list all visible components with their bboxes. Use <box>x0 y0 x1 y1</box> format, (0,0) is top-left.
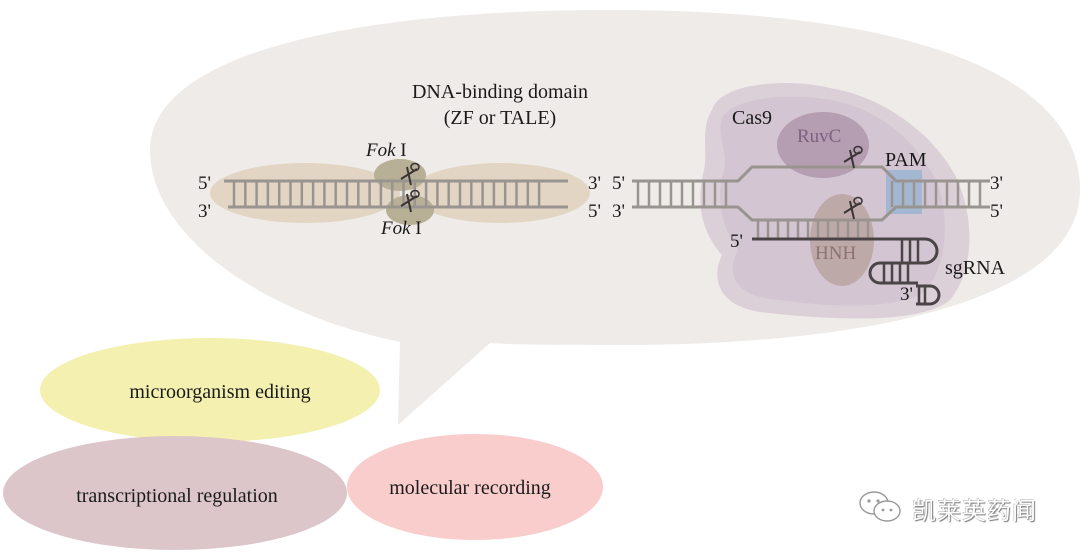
zfn-tale-panel: DNA-binding domain (ZF or TALE) Fok I Fo… <box>198 81 601 239</box>
hnh-label: HNH <box>815 243 856 264</box>
foki-bottom-label: Fok I <box>380 218 422 239</box>
guide-5prime-label: 5' <box>730 231 743 252</box>
dna-binding-domain-left <box>210 163 400 223</box>
cas-strand-bottom-left: 3' <box>612 201 625 222</box>
zf-dna-duplex <box>224 179 568 209</box>
watermark-text: 凯莱英药闻 <box>912 496 1037 525</box>
zf-strand-top-left: 5' <box>198 173 211 194</box>
watermark: 凯莱英药闻 <box>858 490 1037 526</box>
cas-strand-top-left: 5' <box>612 173 625 194</box>
scissors-icon <box>400 189 420 213</box>
application-transcriptional-regulation: transcriptional regulation <box>3 436 347 550</box>
sgrna-loop <box>868 261 918 285</box>
zf-strand-bottom-right: 5' <box>588 201 601 222</box>
zf-strand-top-right: 3' <box>588 173 601 194</box>
application-microorganism-editing: microorganism editing <box>40 338 380 442</box>
zf-strand-bottom-left: 3' <box>198 201 211 222</box>
application-label: transcriptional regulation <box>76 485 278 507</box>
wechat-icon <box>859 491 901 522</box>
application-molecular-recording: molecular recording <box>347 434 603 540</box>
cas9-panel: Cas9 RuvC HNH PAM sgRNA 5' 3' 3' 5' 5' 3… <box>612 83 1006 319</box>
cas-strand-top-right: 3' <box>990 173 1003 194</box>
cas-strand-bottom-right: 5' <box>990 201 1003 222</box>
scissors-icon <box>843 196 863 220</box>
cas9-dna-duplex <box>632 165 990 238</box>
ruvc-label: RuvC <box>797 126 841 147</box>
foki-top-label: Fok I <box>365 140 407 161</box>
sgrna-loop <box>890 237 939 265</box>
application-label: microorganism editing <box>129 381 310 403</box>
guide-3prime-label: 3' <box>900 284 913 305</box>
sgrna-label: sgRNA <box>945 257 1006 279</box>
application-label: molecular recording <box>389 477 551 499</box>
dna-strand-top <box>632 165 990 183</box>
cas9-label: Cas9 <box>732 107 772 129</box>
dna-binding-domain-subtitle: (ZF or TALE) <box>444 107 556 129</box>
pam-label: PAM <box>885 149 927 171</box>
dna-binding-domain-title: DNA-binding domain <box>412 81 588 103</box>
scissors-icon <box>843 145 863 169</box>
sgrna-loop <box>916 284 941 306</box>
sgrna-structure <box>752 237 941 306</box>
foki-top <box>374 159 426 191</box>
scissors-icon <box>400 162 420 186</box>
